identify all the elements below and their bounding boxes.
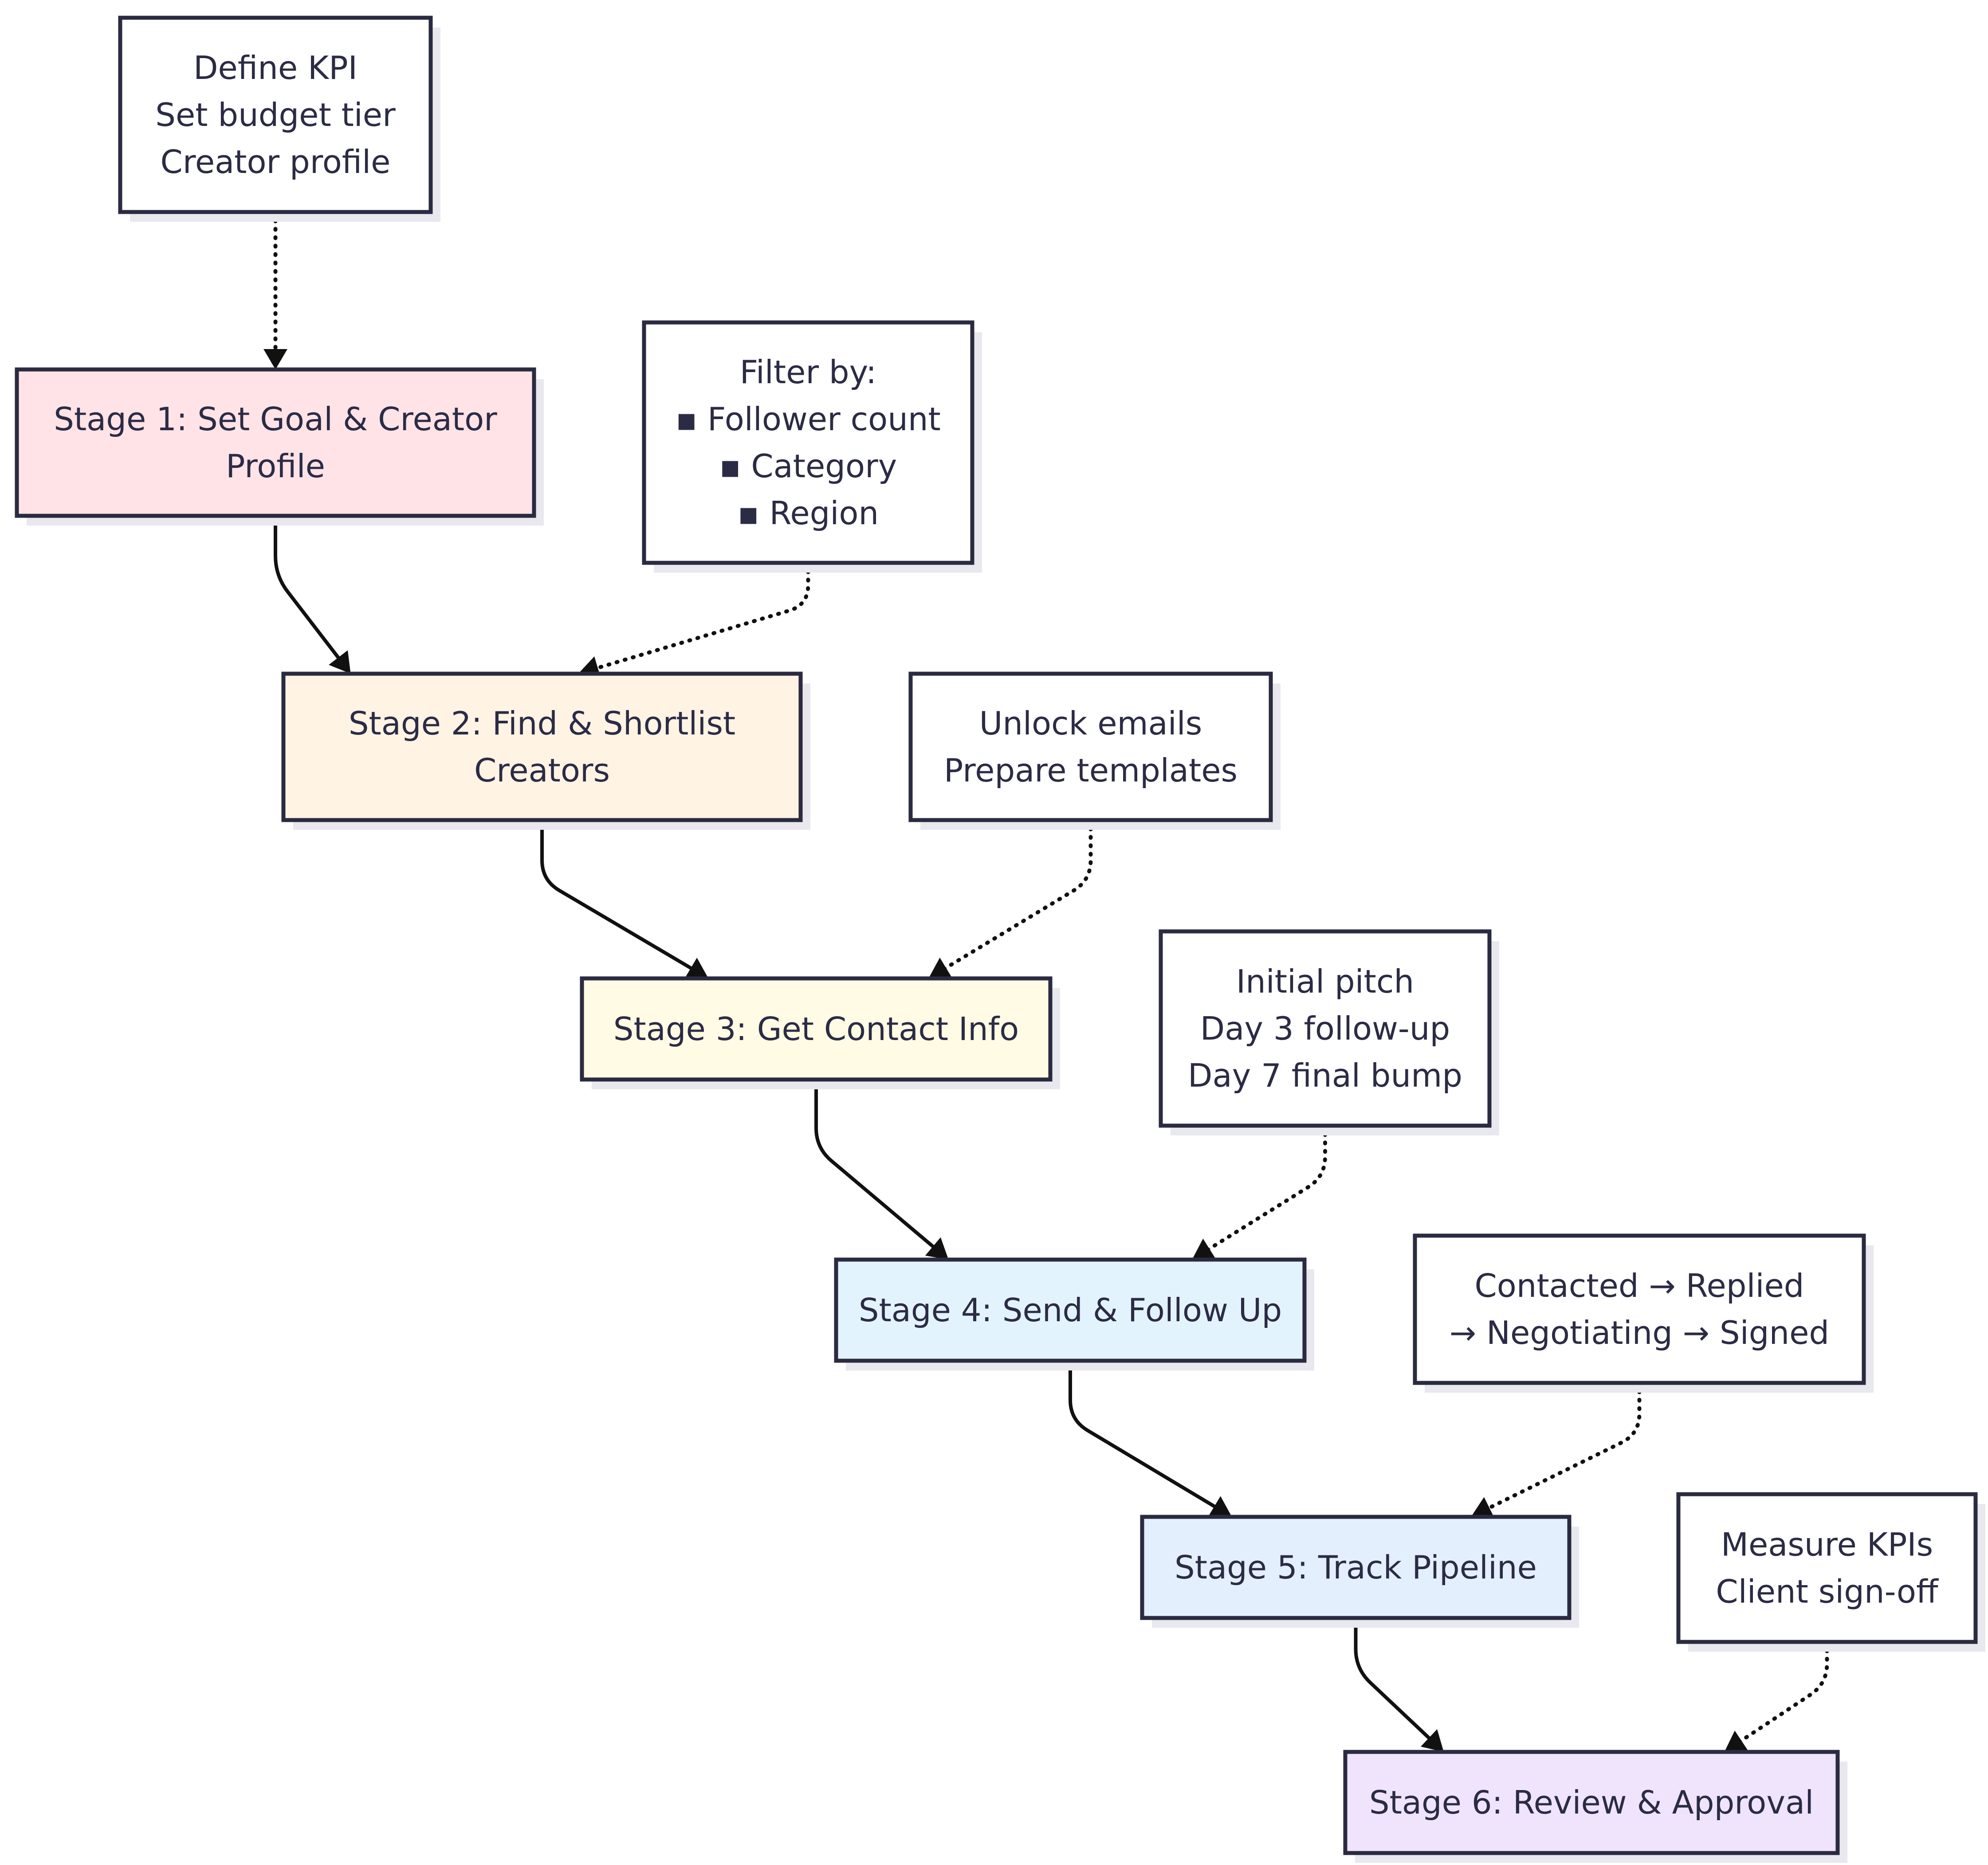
edge-line [274, 514, 342, 662]
stage6-node: Stage 6: Review & Approval [1343, 1750, 1847, 1863]
node-box [1343, 1750, 1840, 1855]
node-box [118, 16, 433, 214]
edge-line [540, 818, 695, 971]
edge-stage1-to-stage2 [274, 514, 351, 674]
node-label-line: Filter by: [740, 353, 877, 391]
edge-line [1069, 1359, 1218, 1510]
arrowhead [263, 349, 287, 369]
node-box [281, 671, 803, 822]
arrowhead [1208, 1496, 1232, 1517]
arrowhead [1421, 1729, 1444, 1752]
stage3-node: Stage 3: Get Contact Info [580, 976, 1060, 1089]
edge-note-kpis-to-stage6 [1724, 1640, 1829, 1752]
edge-stage3-to-stage4 [814, 1078, 949, 1260]
node-label-line: Stage 6: Review & Approval [1369, 1784, 1814, 1821]
edge-line [942, 818, 1093, 971]
stage4-node: Stage 4: Send & Follow Up [834, 1257, 1314, 1370]
node-label-line: Contacted → Replied [1474, 1267, 1804, 1304]
node-label-line: Stage 5: Track Pipeline [1175, 1549, 1537, 1586]
node-label-line: Client sign-off [1716, 1573, 1939, 1610]
edge-line [814, 1078, 937, 1250]
node-label-line: Initial pitch [1236, 963, 1414, 1000]
edge-note-pitch-to-stage4 [1192, 1123, 1327, 1260]
edge-stage5-to-stage6 [1354, 1616, 1444, 1752]
edge-note-filter-to-stage2 [578, 561, 810, 679]
node-label-line: Stage 3: Get Contact Info [613, 1010, 1019, 1048]
node-label-line: Unlock emails [979, 705, 1202, 742]
node-label-line: Creators [474, 752, 610, 789]
node-box [580, 976, 1053, 1082]
node-label-line: Day 7 final bump [1188, 1057, 1462, 1094]
edge-note-goal-to-stage1 [263, 210, 287, 369]
node-box [15, 367, 536, 518]
node-box [1140, 1515, 1572, 1620]
node-label-line: Profile [226, 448, 325, 485]
node-label-line: ▪ Follower count [676, 400, 940, 438]
node-label-line: Set budget tier [155, 96, 396, 133]
node-label-line: Stage 4: Send & Follow Up [859, 1292, 1282, 1329]
edge-note-pipeline-to-stage5 [1471, 1381, 1642, 1519]
arrowhead [1192, 1238, 1216, 1260]
node-box [1413, 1233, 1866, 1385]
note-pipeline-node: Contacted → Replied → Negotiating → Signe… [1413, 1233, 1874, 1393]
node-box [642, 320, 974, 565]
edge-line [1485, 1381, 1642, 1511]
node-label-line: Prepare templates [944, 752, 1238, 789]
edge-note-emails-to-stage3 [928, 818, 1093, 978]
note-filter-node: Filter by: ▪ Follower count ▪ Category ▪ Re… [642, 320, 982, 573]
arrowhead [1724, 1731, 1748, 1752]
node-box [834, 1257, 1307, 1363]
stage5-node: Stage 5: Track Pipeline [1140, 1515, 1579, 1628]
node-box [1159, 929, 1492, 1128]
edge-line [1354, 1616, 1433, 1742]
arrowhead [329, 650, 351, 674]
node-label-line: ▪ Region [738, 495, 879, 532]
node-label-line: ▪ Category [719, 448, 897, 485]
edge-line [593, 561, 810, 671]
edge-line [1205, 1123, 1327, 1252]
node-label-line: Stage 1: Set Goal & Creator [54, 400, 497, 438]
edge-line [1737, 1640, 1829, 1744]
node-label-line: Creator profile [161, 143, 391, 181]
arrowhead [1471, 1497, 1495, 1519]
edge-stage4-to-stage5 [1069, 1359, 1232, 1517]
edges-layer [263, 210, 1829, 1752]
node-label-line: → Negotiating → Signed [1450, 1314, 1829, 1351]
node-label-line: Define KPI [193, 49, 358, 86]
node-label-line: Measure KPIs [1721, 1526, 1933, 1563]
node-box [908, 671, 1273, 822]
node-box [1676, 1492, 1978, 1644]
node-label-line: Day 3 follow-up [1200, 1010, 1450, 1047]
arrowhead [928, 958, 952, 978]
edge-stage2-to-stage3 [540, 818, 709, 978]
node-label-line: Stage 2: Find & Shortlist [349, 705, 735, 742]
arrowhead [925, 1237, 949, 1260]
arrowhead [684, 958, 709, 978]
